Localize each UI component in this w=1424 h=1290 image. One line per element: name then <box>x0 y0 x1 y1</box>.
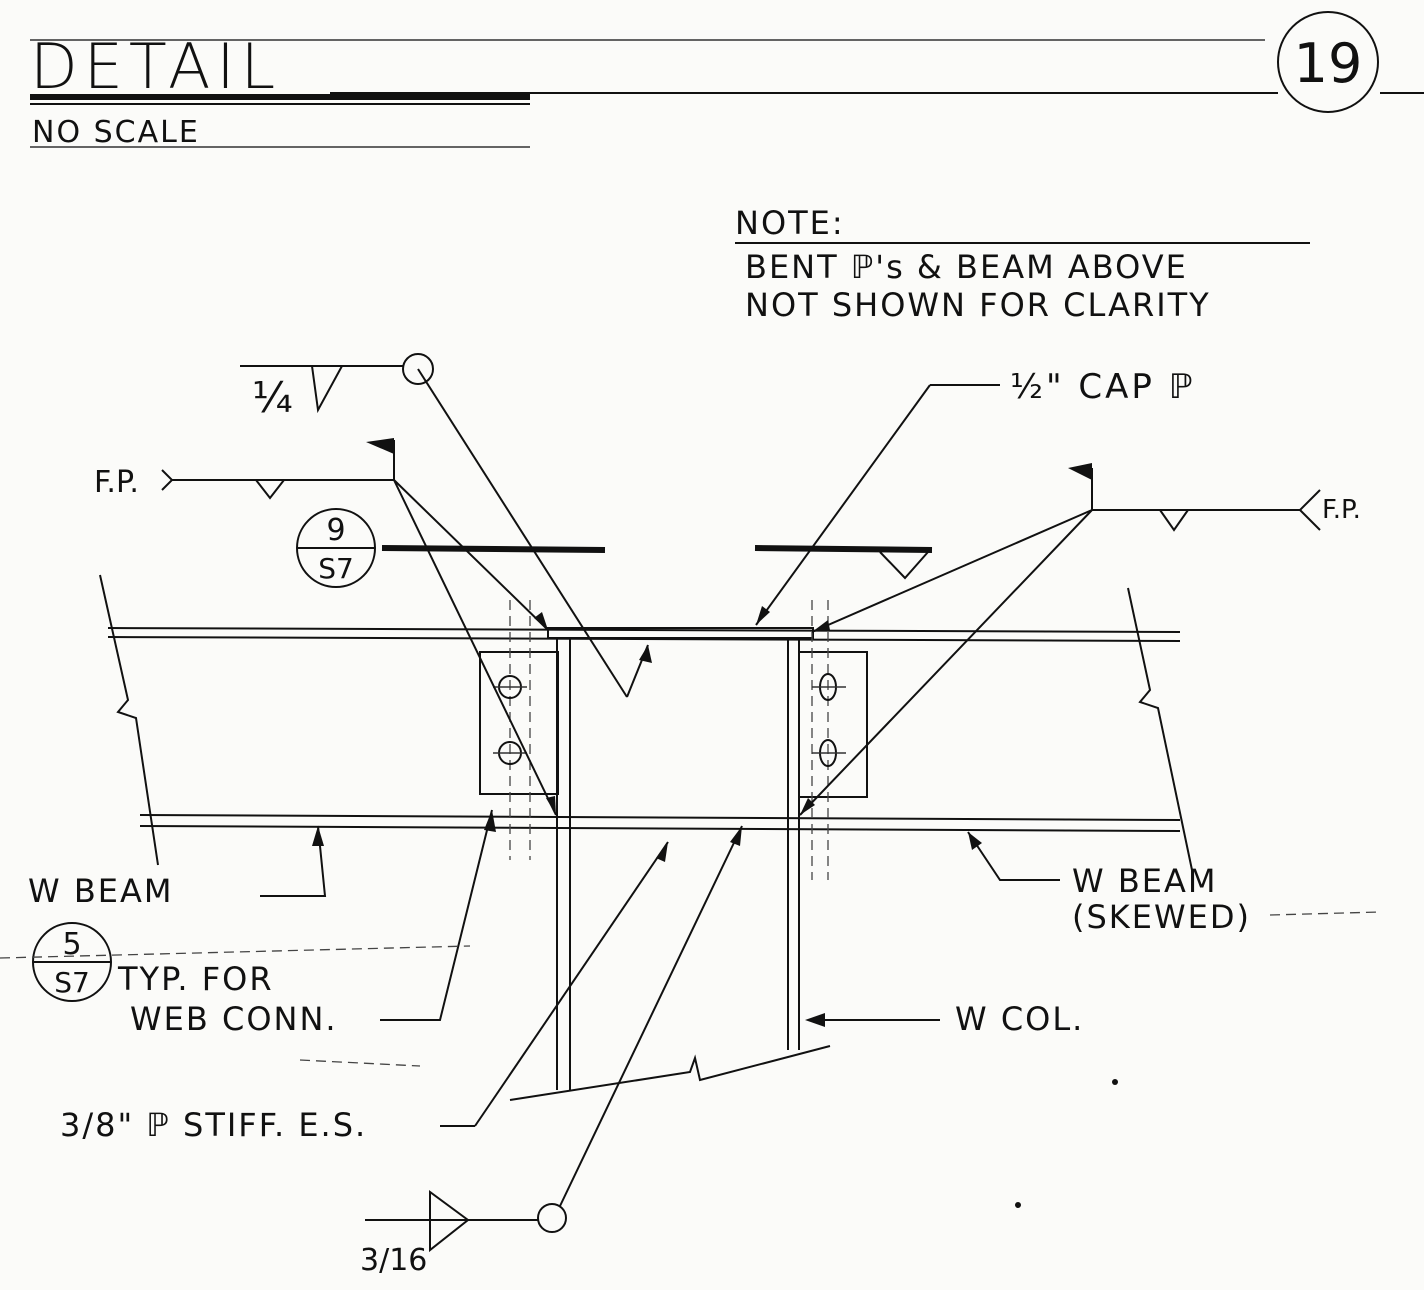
w-beam-left-label: W BEAM <box>28 872 173 910</box>
web-connection-left <box>479 600 559 860</box>
field-prep-right: F.P. <box>799 463 1361 816</box>
field-prep-left-label: F.P. <box>94 465 139 500</box>
weld-size-quarter: ¼ <box>252 373 293 422</box>
leader-arrow-icon <box>800 798 815 815</box>
guide-dash-line <box>0 945 471 959</box>
note-line-1: BENT ℙ's & BEAM ABOVE <box>745 248 1188 286</box>
detail-number: 19 <box>1294 32 1363 95</box>
w-beam <box>99 574 1193 871</box>
web-conn-label-1: TYP. FOR <box>117 960 274 998</box>
title-block: DETAIL NO SCALE 19 <box>30 11 1424 150</box>
leader-arrow-icon <box>639 645 652 663</box>
section-ref-top-circle <box>296 508 376 588</box>
section-cut-line-right <box>754 545 933 553</box>
w-beam-right-leader <box>967 831 1060 881</box>
beam-bottom-flange-1 <box>139 814 1181 821</box>
section-cut-line-left <box>381 545 606 553</box>
guide-dash-line <box>299 1059 421 1067</box>
leader-arrow-icon <box>484 810 496 832</box>
cap-plate-outline <box>547 627 814 639</box>
shear-plate-left <box>479 651 559 795</box>
cap-plate-callout: ½" CAP ℙ <box>755 367 1196 626</box>
leader-arrow-icon <box>656 842 668 862</box>
tail-icon <box>161 469 174 491</box>
fillet-weld-icon <box>255 479 285 500</box>
field-prep-left: F.P. <box>94 438 557 816</box>
leader-arrow-icon <box>805 1013 825 1027</box>
section-ref-top-sheet: S7 <box>318 552 354 585</box>
section-ref-left-sheet: S7 <box>54 966 90 999</box>
weld-leader-bottom <box>559 825 743 1207</box>
weld-all-around-icon <box>537 1203 567 1233</box>
w-beam-left-callout: W BEAM <box>28 825 327 910</box>
section-ref-top: 9 S7 <box>296 508 933 588</box>
scale-label: NO SCALE <box>32 115 200 150</box>
w-beam-right-label-2: (SKEWED) <box>1072 898 1251 936</box>
shear-plate-right <box>798 651 868 798</box>
beam-break-left <box>99 574 159 866</box>
stiffener-callout: 3/8" ℙ STIFF. E.S. <box>60 841 669 1144</box>
w-beam-left-leader <box>260 825 327 897</box>
section-ref-left: 5 S7 TYP. FOR WEB CONN. <box>32 809 496 1038</box>
section-ref-left-num: 5 <box>62 927 81 962</box>
web-conn-label-2: WEB CONN. <box>130 1000 338 1038</box>
fillet-weld-icon <box>429 1190 470 1253</box>
cap-plate-label: ½" CAP ℙ <box>1010 367 1196 407</box>
detail-title: DETAIL <box>30 30 281 103</box>
fp-leader-right-1 <box>811 509 1093 633</box>
guide-marks <box>0 911 1381 1208</box>
web-connection-right <box>798 600 868 880</box>
speck <box>1015 1202 1021 1208</box>
weld-size-3-16: 3/16 <box>360 1243 427 1278</box>
w-beam-right-label-1: W BEAM <box>1072 862 1217 900</box>
weld-all-around-icon <box>402 353 434 385</box>
web-conn-leader <box>380 809 493 1021</box>
fp-leader-left-2 <box>393 479 557 816</box>
leader-arrow-icon <box>312 826 324 846</box>
cap-plate <box>547 627 814 639</box>
weld-leader-top-1 <box>417 368 628 698</box>
leader-arrow-icon <box>756 606 770 625</box>
section-ref-top-num: 9 <box>326 513 345 548</box>
stiffener-leader <box>474 841 669 1127</box>
beam-break-right <box>1127 587 1193 871</box>
w-col-label: W COL. <box>955 1000 1084 1038</box>
column-break-line <box>509 1045 831 1101</box>
field-weld-flag-icon <box>1068 463 1092 480</box>
field-weld-flag-icon <box>366 438 394 454</box>
note-block: NOTE: BENT ℙ's & BEAM ABOVE NOT SHOWN FO… <box>735 204 1310 324</box>
leader-arrow-icon <box>730 826 742 846</box>
fillet-weld-icon <box>311 365 343 414</box>
leader-arrow-icon <box>546 796 556 815</box>
guide-dash-line <box>1269 911 1381 916</box>
leader-arrow-icon <box>534 612 548 630</box>
fp-leader-right-2 <box>799 509 1093 816</box>
note-heading: NOTE: <box>735 204 845 242</box>
stiffener-label: 3/8" ℙ STIFF. E.S. <box>60 1106 367 1144</box>
section-ref-left-circle <box>32 922 112 1002</box>
detail-number-circle <box>1277 11 1379 113</box>
field-prep-right-label: F.P. <box>1322 495 1361 525</box>
weld-callout-3-16: 3/16 <box>360 825 743 1278</box>
fillet-weld-icon <box>1159 509 1189 532</box>
fillet-weld-symbol <box>879 551 929 580</box>
w-col-callout: W COL. <box>805 1000 1084 1038</box>
leader-arrow-icon <box>812 620 830 632</box>
w-beam-right-callout: W BEAM (SKEWED) <box>967 831 1251 936</box>
beam-bottom-flange-2 <box>139 825 1181 832</box>
cap-plate-leader <box>755 384 931 626</box>
tail-icon <box>1299 489 1321 531</box>
beam-top-flange-1 <box>107 627 1181 633</box>
weld-callout-quarter: ¼ <box>240 353 652 698</box>
speck <box>1112 1079 1118 1085</box>
note-line-2: NOT SHOWN FOR CLARITY <box>745 286 1211 324</box>
fp-leader-left-1 <box>393 479 549 631</box>
leader-arrow-icon <box>968 832 982 850</box>
